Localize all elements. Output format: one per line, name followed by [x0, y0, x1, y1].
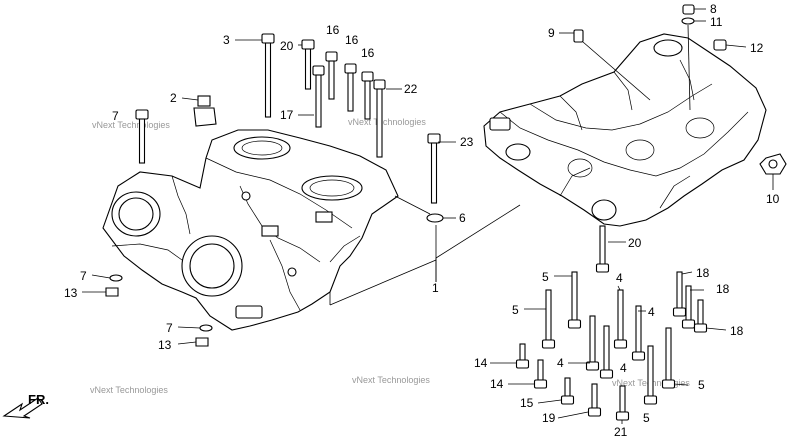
callout-label: 5 [643, 411, 650, 425]
callout-label: 7 [80, 269, 87, 283]
lower-crankcase [483, 33, 767, 227]
upper-crankcase [102, 129, 399, 331]
callout-label: 21 [614, 425, 628, 439]
front-direction-indicator: FR. [2, 392, 49, 419]
callout-label: 8 [710, 2, 717, 16]
callout-label: 18 [716, 282, 730, 296]
callout-label: 14 [490, 377, 504, 391]
callout-label: 19 [542, 411, 556, 425]
callout-label: 16 [361, 46, 375, 60]
callout-label: 1 [432, 281, 439, 295]
upper-bolts [135, 33, 441, 204]
front-arrow-icon [2, 397, 43, 419]
callout-label: 16 [326, 23, 340, 37]
callout-label: 2 [170, 91, 177, 105]
watermark: vNext Technologies [352, 375, 430, 385]
callout-label: 23 [460, 135, 474, 149]
callout-label: 4 [616, 271, 623, 285]
callout-label: 10 [766, 192, 780, 206]
callout-label: 18 [696, 266, 710, 280]
callout-label: 5 [542, 270, 549, 284]
callout-label: 3 [223, 33, 230, 47]
callout-label: 5 [512, 303, 519, 317]
callout-label: 20 [628, 236, 642, 250]
callout-label: 6 [459, 211, 466, 225]
callout-label: 9 [548, 26, 555, 40]
callout-label: 18 [730, 324, 744, 338]
callout-label: 4 [557, 356, 564, 370]
callout-label: 15 [520, 396, 534, 410]
callout-label: 4 [648, 305, 655, 319]
front-label: FR. [28, 392, 49, 407]
callout-label: 7 [166, 321, 173, 335]
callout-label: 7 [112, 109, 119, 123]
callout-label: 13 [64, 286, 78, 300]
leader-lines [82, 8, 774, 424]
callout-label: 12 [750, 41, 764, 55]
callout-label: 22 [404, 82, 418, 96]
watermark: vNext Technologies [92, 120, 170, 130]
watermark: vNext Technologies [348, 117, 426, 127]
callout-label: 5 [698, 378, 705, 392]
callout-label: 16 [345, 33, 359, 47]
callouts: 3 20 16 16 16 2 17 22 23 6 9 8 11 12 10 … [64, 2, 780, 439]
callout-label: 17 [280, 108, 294, 122]
watermark: vNext Technologies [90, 385, 168, 395]
callout-label: 4 [620, 361, 627, 375]
callout-label: 13 [158, 338, 172, 352]
callout-label: 11 [710, 15, 723, 29]
callout-label: 20 [280, 39, 294, 53]
callout-label: 14 [474, 356, 488, 370]
lower-bolts [515, 225, 708, 421]
